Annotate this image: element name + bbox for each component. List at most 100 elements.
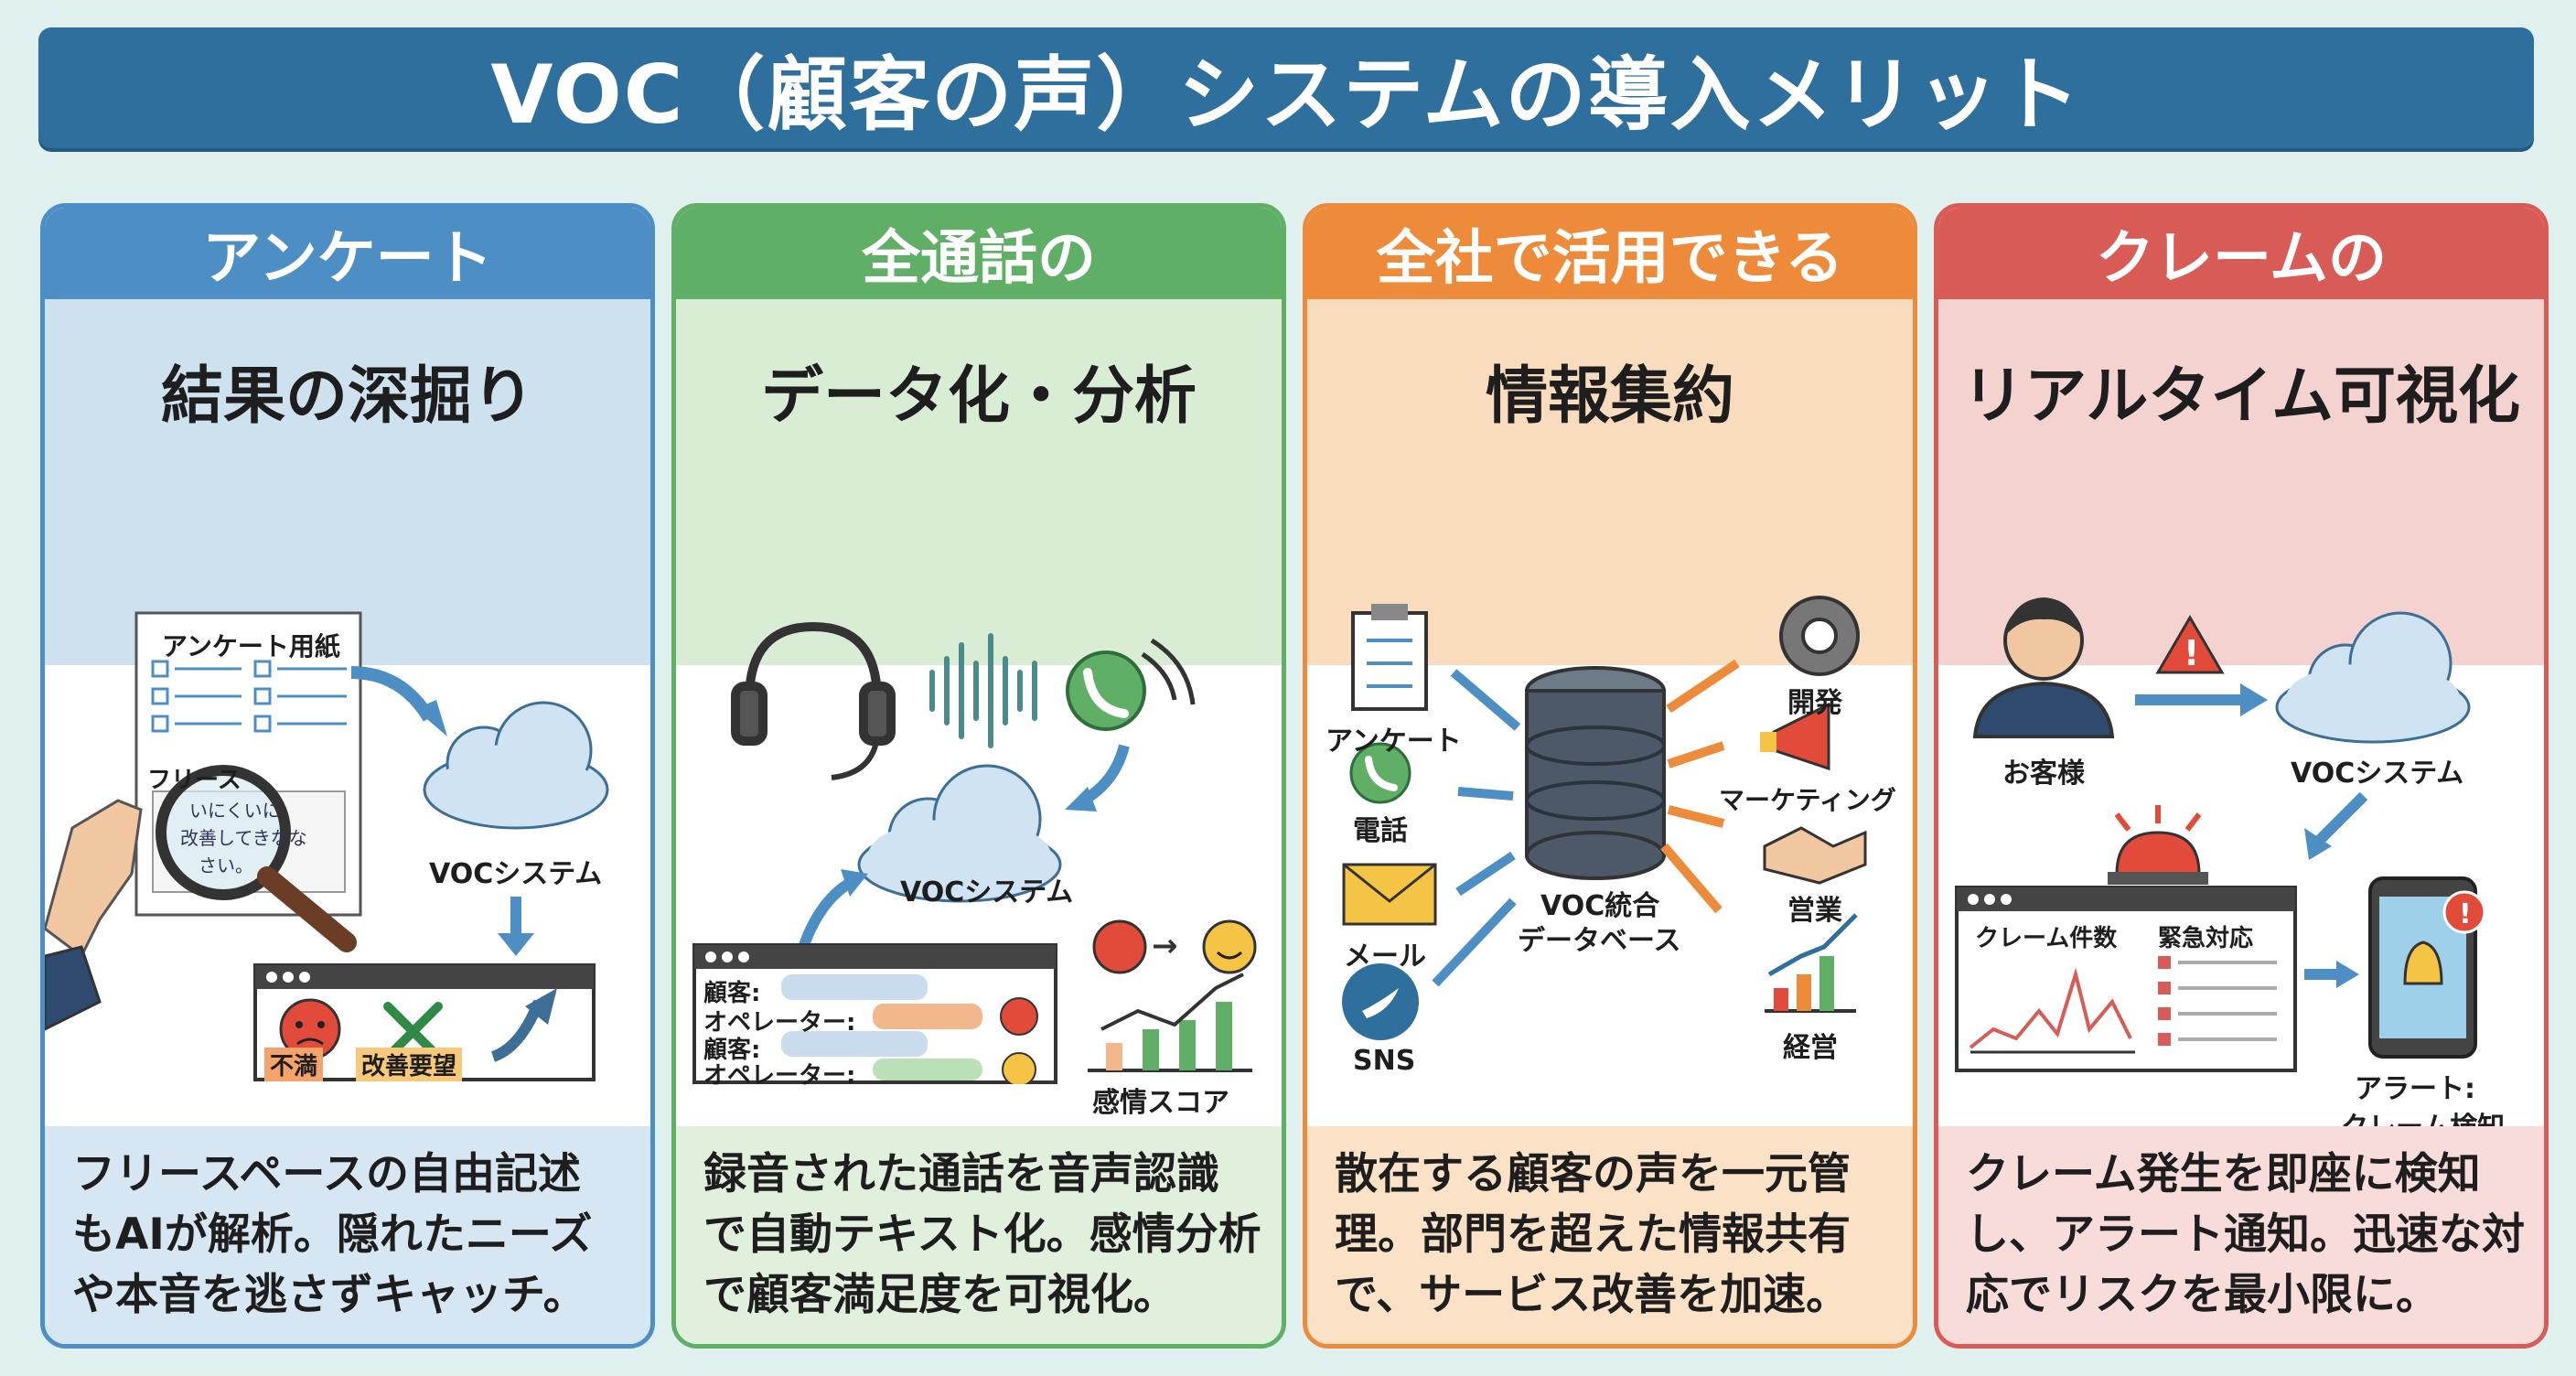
cloud-icon	[423, 701, 609, 830]
panel-header: 全社で活用できる	[1307, 208, 1913, 299]
cloud-icon	[857, 764, 1062, 903]
arrow-out-icon	[1660, 659, 1740, 914]
description-line: し、アラート通知。迅速な対	[1966, 1209, 2525, 1260]
arrow-icon	[350, 666, 435, 722]
panel-description: フリースペースの自由記述 もAIが解析。隠れたニーズ や本音を逃さずキャッチ。	[45, 1126, 650, 1344]
magnifier-icon	[156, 765, 291, 900]
hand-icon	[45, 799, 143, 959]
panel-illustration: !	[1938, 572, 2544, 1105]
voc-system-label: VOCシステム	[900, 876, 1074, 908]
panel-subtitle: 結果の深掘り	[160, 360, 534, 433]
clipboard-icon	[1351, 604, 1428, 711]
page-title: VOC（顧客の声）システムの導入メリット	[490, 47, 2082, 142]
cloud-icon	[2275, 611, 2471, 744]
source-mail-label: メール	[1344, 941, 1426, 973]
megaphone-icon	[1760, 702, 1830, 771]
svg-text:!: !	[2184, 633, 2199, 673]
panel-header-label: アンケート	[202, 225, 493, 293]
description-line: 録音された通話を音声認識	[703, 1149, 1219, 1199]
dept-development-label: 開発	[1787, 687, 1842, 719]
handwriting-line: さい。	[199, 855, 253, 876]
aggregation-illustration	[1342, 596, 1867, 1040]
headset-icon	[731, 621, 896, 780]
phone-icon	[1349, 742, 1411, 804]
handshake-icon	[1763, 826, 1867, 885]
panel-subtitle-band: 結果の深掘り	[45, 299, 650, 665]
customer-icon	[1972, 597, 2115, 738]
customer-line-label: 顧客:	[703, 1037, 761, 1064]
tag-improvement: 改善要望	[356, 1048, 463, 1081]
call-illustration: →	[692, 621, 1257, 1087]
checkbox-lines	[151, 660, 347, 733]
description-line: で、サービス改善を加速。	[1335, 1270, 1850, 1320]
sns-icon	[1342, 963, 1419, 1040]
score-chart-icon	[1088, 973, 1252, 1072]
panel-complaint-visualization: クレームの リアルタイム可視化 !	[1934, 203, 2549, 1349]
panel-subtitle: データ化・分析	[760, 360, 1197, 433]
description-line: 散在する顧客の声を一元管	[1335, 1149, 1851, 1199]
smartphone-icon: !	[2368, 876, 2486, 1059]
description-line: クレーム発生を即座に検知	[1966, 1149, 2481, 1199]
arrow-in-icon	[1432, 669, 1521, 987]
phone-icon	[1066, 638, 1196, 731]
soundwave-icon	[929, 633, 1037, 748]
complaint-count-label: クレーム件数	[1975, 925, 2118, 952]
customer-label: お客様	[2002, 758, 2085, 790]
title-banner: VOC（顧客の声）システムの導入メリット	[38, 27, 2534, 148]
panel-header: クレームの	[1938, 208, 2544, 299]
panel-subtitle: リアルタイム可視化	[1962, 360, 2520, 433]
dept-marketing-label: マーケティング	[1719, 785, 1896, 815]
description-line: や本音を逃さずキャッチ。	[72, 1270, 586, 1320]
database-label: データベース	[1518, 925, 1681, 957]
svg-text:!: !	[2459, 898, 2472, 930]
operator-line-label: オペレーター:	[703, 1009, 856, 1037]
description-line: 応でリスクを最小限に。	[1966, 1270, 2439, 1320]
description-line: で顧客満足度を可視化。	[703, 1270, 1176, 1320]
panel-header-label: クレームの	[2095, 225, 2388, 293]
free-space-label: フリース	[147, 767, 242, 794]
svg-text:→: →	[1152, 928, 1178, 964]
warning-icon: !	[2155, 615, 2225, 674]
siren-icon	[2108, 805, 2208, 885]
description-line: で自動テキスト化。感情分析	[703, 1209, 1261, 1260]
voc-system-label: VOCシステム	[2291, 758, 2464, 790]
panel-header: 全通話の	[676, 208, 1282, 299]
dept-sales-label: 営業	[1787, 895, 1842, 927]
growth-chart-icon	[1765, 913, 1858, 1013]
source-phone-label: 電話	[1353, 815, 1408, 847]
dashboard-window	[1955, 886, 2297, 1072]
voc-system-label: VOCシステム	[429, 858, 603, 890]
description-line: 理。部門を超えた情報共有	[1335, 1209, 1851, 1260]
transcript-window	[692, 943, 1057, 1087]
panel-info-aggregation: 全社で活用できる 情報集約	[1303, 203, 1917, 1349]
emotion-change-icon: →	[1092, 919, 1257, 974]
panel-header-label: 全通話の	[862, 225, 1096, 293]
source-sns-label: SNS	[1353, 1045, 1416, 1077]
complaint-illustration: !	[1955, 597, 2486, 1072]
analysis-window	[253, 963, 596, 1081]
panel-illustration: → VOCシステム 顧客: オペレーター: 顧客: オペレーター: 感情スコア	[676, 572, 1282, 1119]
alert-label: アラート:	[2355, 1073, 2475, 1105]
urgent-response-label: 緊急対応	[2158, 925, 2254, 952]
panel-call-analysis: 全通話の データ化・分析	[671, 203, 1286, 1349]
panel-description: クレーム発生を即座に検知 し、アラート通知。迅速な対 応でリスクを最小限に。	[1938, 1126, 2544, 1344]
tag-dissatisfied: 不満	[264, 1048, 324, 1081]
survey-sheet-label: アンケート用紙	[162, 631, 340, 661]
description-line: フリースペースの自由記述	[72, 1149, 582, 1199]
dept-management-label: 経営	[1783, 1032, 1838, 1064]
panel-header: アンケート	[45, 208, 650, 299]
sleeve-icon	[45, 945, 102, 1031]
database-label: VOC統合	[1540, 890, 1660, 922]
panel-illustration: アンケート用紙 フリース いにくいに 改善してきなな さい。 VOCシステム 不…	[45, 572, 650, 1084]
database-icon	[1525, 666, 1666, 880]
operator-line-label: オペレーター:	[703, 1062, 856, 1090]
source-survey-label: アンケート	[1326, 726, 1462, 758]
mail-icon	[1342, 863, 1437, 926]
panel-illustration: アンケート 電話 メール SNS VOC統合 データベース 開発 マーケティング…	[1307, 572, 1913, 1084]
emotion-score-label: 感情スコア	[1092, 1087, 1229, 1119]
description-line: もAIが解析。隠れたニーズ	[72, 1209, 593, 1260]
handwriting-line: 改善してきなな	[180, 827, 307, 849]
customer-line-label: 顧客:	[703, 980, 761, 1007]
panel-description: 散在する顧客の声を一元管 理。部門を超えた情報共有 で、サービス改善を加速。	[1307, 1126, 1913, 1344]
panel-header-label: 全社で活用できる	[1376, 225, 1844, 293]
